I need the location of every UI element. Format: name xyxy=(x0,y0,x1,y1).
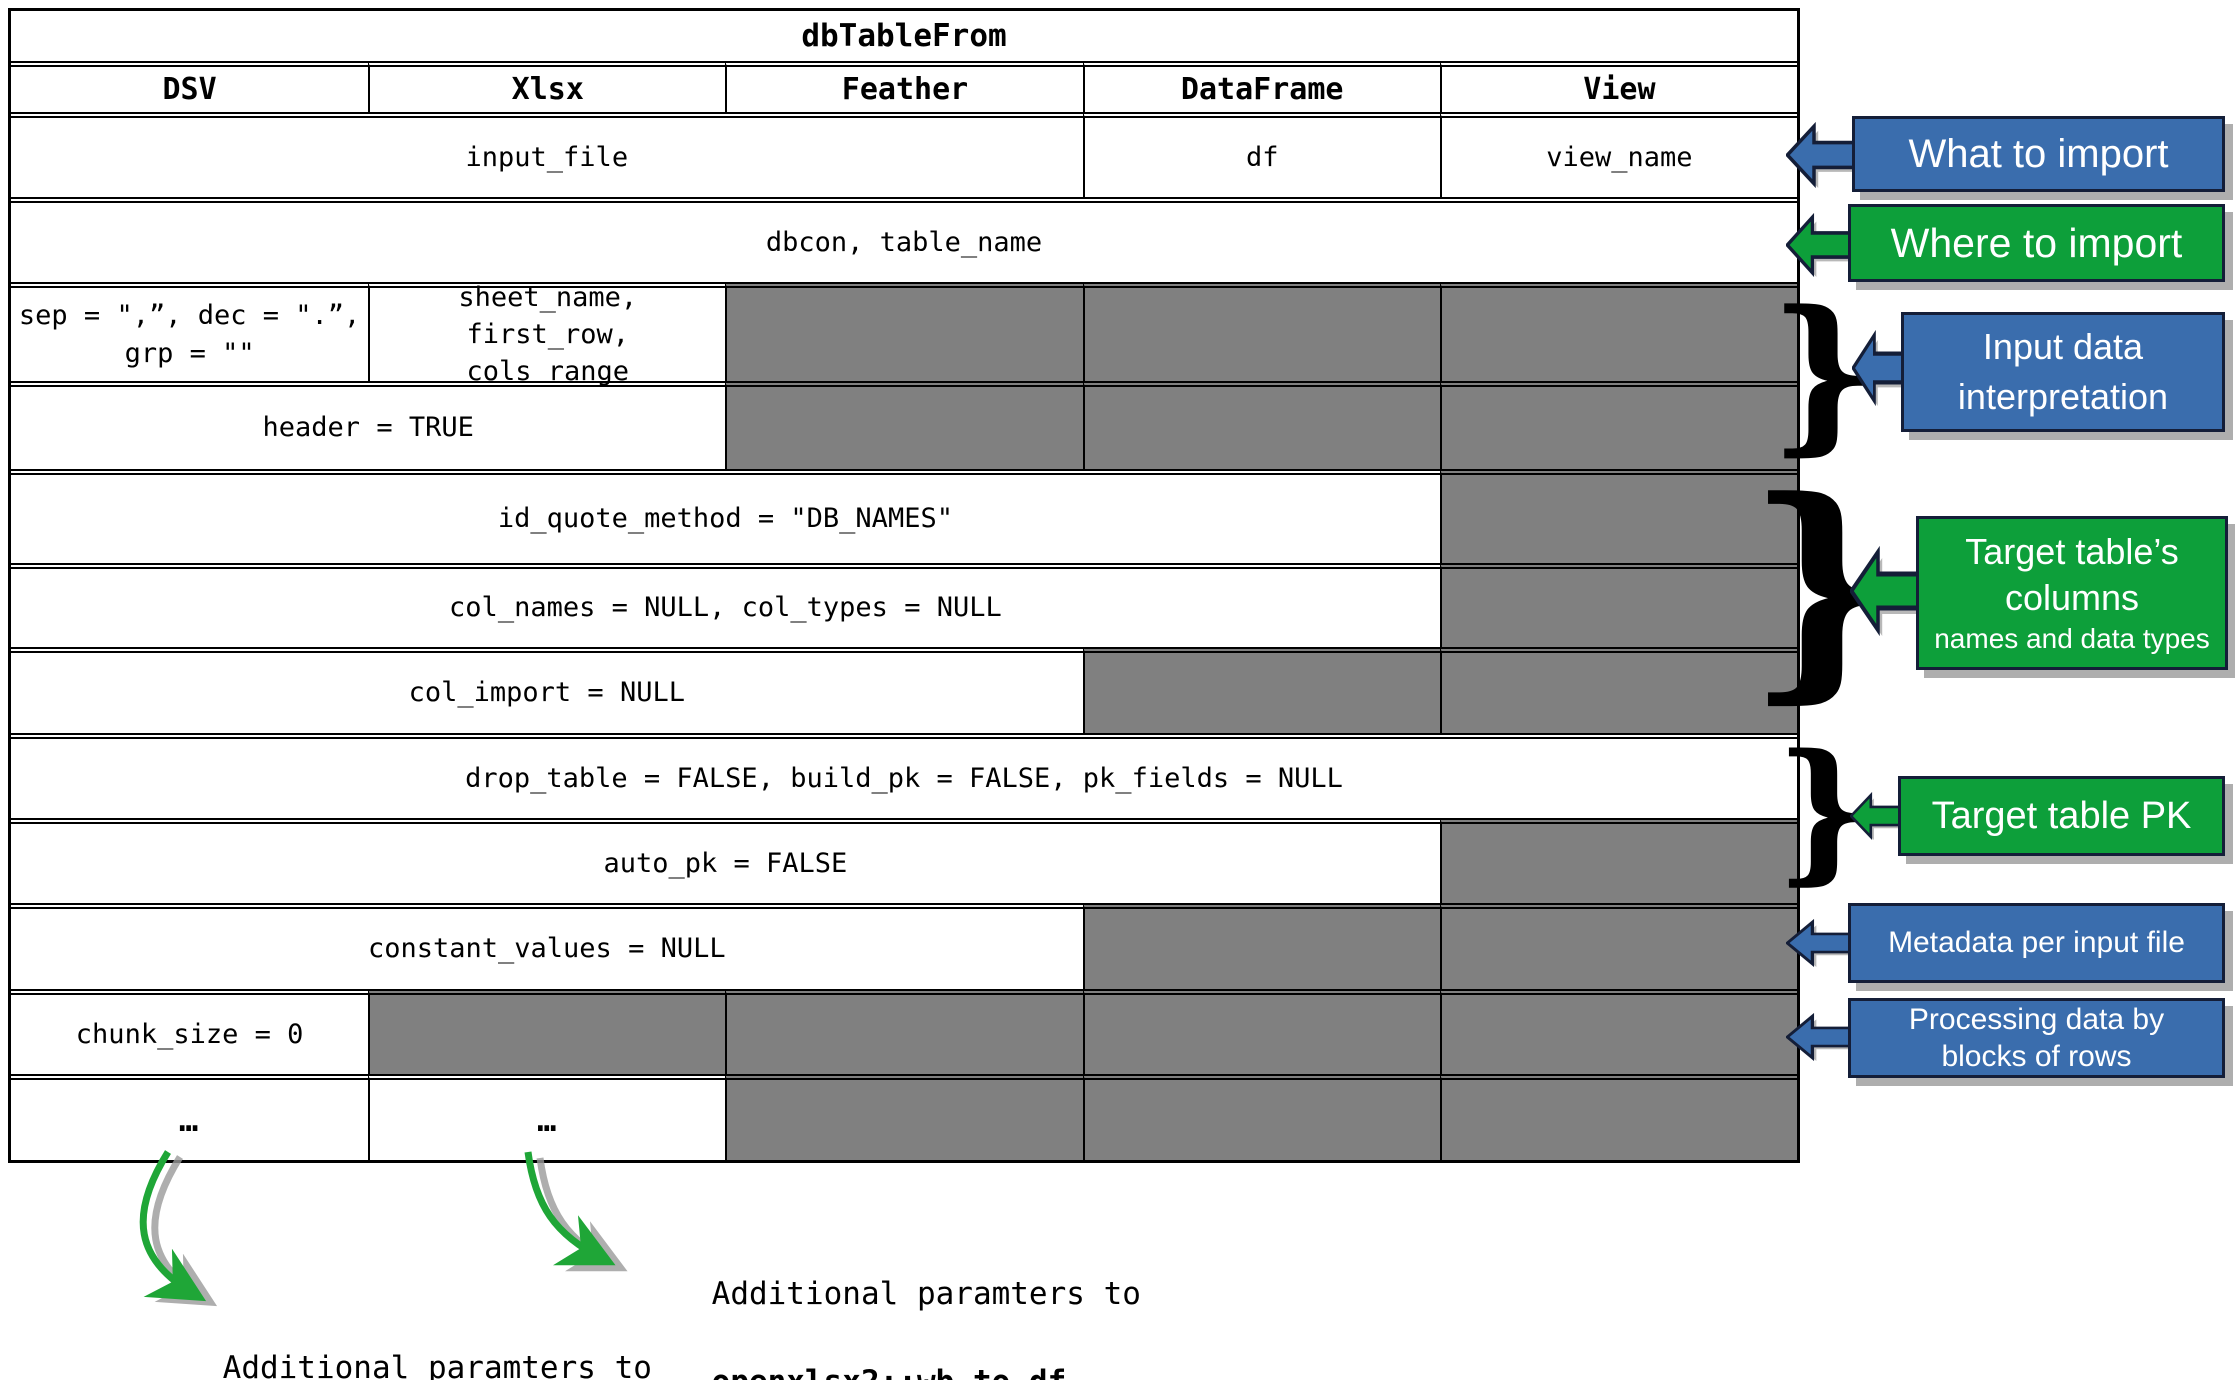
table-cell-not-applicable xyxy=(1439,381,1797,469)
note-line1: Additional paramters to xyxy=(222,1350,652,1380)
table-cell-not-applicable xyxy=(725,1074,1083,1160)
table-cell: dbcon, table_name xyxy=(11,197,1797,282)
table-cell: … xyxy=(368,1074,726,1160)
table-cell-not-applicable xyxy=(1439,903,1797,989)
arrow-shadow xyxy=(151,1155,218,1307)
callout-target-table-columns: Target table’s columns names and data ty… xyxy=(1916,516,2228,670)
arrow-to-wb-to-df xyxy=(524,1151,616,1266)
table-cell: sheet_name, first_row, cols_range xyxy=(368,282,726,387)
table-cell-not-applicable xyxy=(725,282,1083,381)
arrow-to-base-scan xyxy=(139,1150,207,1302)
note-line2: openxlsx2::wb_to_df xyxy=(712,1364,1067,1380)
table-cell-not-applicable xyxy=(368,989,726,1074)
table-cell: sep = ",”, dec = ".”, grp = "" xyxy=(11,282,369,381)
table-cell-not-applicable xyxy=(1439,563,1797,647)
table-cell: view_name xyxy=(1439,112,1797,197)
table-title: dbTableFrom xyxy=(801,17,1007,54)
column-header: DataFrame xyxy=(1082,61,1440,112)
table-cell-not-applicable xyxy=(1082,903,1440,989)
callout-sublabel: names and data types xyxy=(1934,623,2210,654)
table-cell-not-applicable xyxy=(1439,818,1797,903)
table-cell-not-applicable xyxy=(1439,469,1797,563)
note-base-scan: Additional paramters to base::scan xyxy=(148,1302,652,1380)
column-header: View xyxy=(1439,61,1797,112)
left-arrow-icon xyxy=(1786,1013,1852,1061)
table-cell: chunk_size = 0 xyxy=(11,989,369,1074)
callout-where-to-import: Where to import xyxy=(1848,204,2225,282)
table-cell: header = TRUE xyxy=(11,381,726,469)
callout-label: Target table PK xyxy=(1931,794,2192,837)
brace-input-interpretation: } xyxy=(1768,273,1878,471)
left-arrow-icon xyxy=(1850,792,1902,840)
table-cell-not-applicable xyxy=(1082,989,1440,1074)
table-cell: col_import = NULL xyxy=(11,647,1083,733)
column-header: Xlsx xyxy=(368,61,726,112)
table-cell-not-applicable xyxy=(1082,647,1440,733)
table-cell: auto_pk = FALSE xyxy=(11,818,1440,903)
callout-target-table-pk: Target table PK xyxy=(1898,776,2225,856)
curved-arrows xyxy=(139,1150,628,1307)
column-header: Feather xyxy=(725,61,1083,112)
table-cell-not-applicable xyxy=(1439,1074,1797,1160)
table-cell-not-applicable xyxy=(725,381,1083,469)
callout-processing-by-blocks: Processing data by blocks of rows xyxy=(1848,998,2225,1078)
callout-label: Processing data by blocks of rows xyxy=(1908,1003,2165,1073)
left-arrow-icon xyxy=(1786,919,1852,967)
table-cell-not-applicable xyxy=(725,989,1083,1074)
callout-label: What to import xyxy=(1908,131,2169,176)
callout-label: Where to import xyxy=(1890,219,2183,266)
table-cell-not-applicable xyxy=(1082,1074,1440,1160)
table-cell-not-applicable xyxy=(1439,647,1797,733)
left-arrow-icon xyxy=(1786,213,1852,277)
table-cell-not-applicable xyxy=(1082,381,1440,469)
left-arrow-icon xyxy=(1786,122,1856,188)
table-cell: … xyxy=(11,1074,369,1160)
callout-label: Metadata per input file xyxy=(1888,926,2185,959)
left-arrow-icon xyxy=(1852,330,1908,406)
callout-metadata-per-input-file: Metadata per input file xyxy=(1848,903,2225,983)
table-cell: input_file xyxy=(11,112,1083,197)
table-cell: drop_table = FALSE, build_pk = FALSE, pk… xyxy=(11,733,1797,818)
table-cell: id_quote_method = "DB_NAMES" xyxy=(11,469,1440,563)
table-cell-not-applicable xyxy=(1082,282,1440,381)
callout-what-to-import: What to import xyxy=(1852,116,2225,192)
table-cell-not-applicable xyxy=(1439,282,1797,381)
note-line1: Additional paramters to xyxy=(711,1276,1141,1312)
callout-label: Input data interpretation xyxy=(1957,326,2169,417)
table-cell: df xyxy=(1082,112,1440,197)
table-cell-not-applicable xyxy=(1439,989,1797,1074)
arrow-shadow xyxy=(536,1157,628,1272)
callout-label: Target table’s columns xyxy=(1965,531,2179,618)
table-cell: col_names = NULL, col_types = NULL xyxy=(11,563,1440,647)
left-arrow-icon xyxy=(1850,546,1920,636)
column-header: DSV xyxy=(11,61,369,112)
callout-input-data-interpretation: Input data interpretation xyxy=(1901,312,2225,432)
table-cell: constant_values = NULL xyxy=(11,903,1083,989)
note-openxlsx2-wb-to-df: Additional paramters to openxlsx2::wb_to… xyxy=(637,1228,1141,1380)
